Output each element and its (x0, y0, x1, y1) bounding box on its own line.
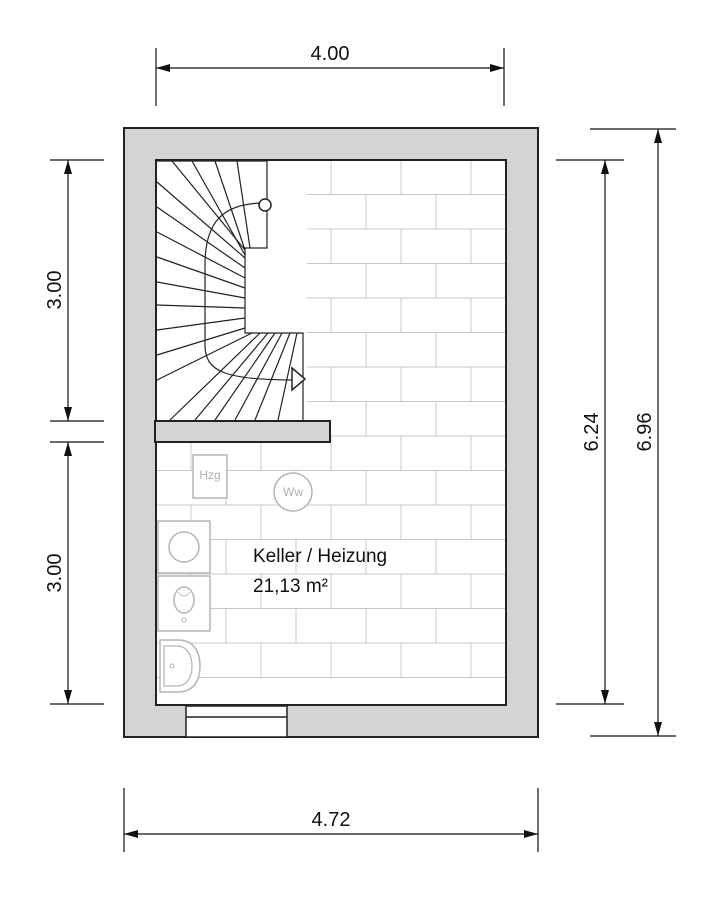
dimension-left-upper-label: 3.00 (44, 271, 66, 310)
outer-walls (123, 127, 539, 738)
dimension-left-upper (50, 159, 104, 422)
toilet (157, 575, 211, 632)
heating-label: Hzg (199, 468, 220, 482)
dimension-left-lower-label: 3.00 (44, 554, 66, 593)
room-area: 21,13 m² (253, 576, 328, 597)
dimension-bottom-label: 4.72 (312, 809, 351, 831)
dimension-top (155, 48, 505, 106)
partition-wall (154, 420, 331, 443)
dimension-bottom (123, 788, 539, 852)
dimension-right-inner-label: 6.24 (581, 413, 603, 452)
washing-machine (157, 520, 211, 574)
water-heater (273, 472, 313, 512)
heating-unit (192, 454, 228, 499)
dimension-left-lower (50, 441, 104, 705)
staircase (156, 160, 307, 421)
dimension-right-outer-label: 6.96 (634, 413, 656, 452)
dimension-right-inner (556, 159, 624, 705)
dimension-top-label: 4.00 (311, 43, 350, 65)
wash-basin (159, 639, 201, 693)
dimension-right-outer (590, 128, 676, 737)
water-heater-label: Ww (283, 485, 303, 499)
bottom-window (185, 705, 288, 738)
fixtures: Hzg Ww (157, 454, 313, 693)
room-name: Keller / Heizung (253, 546, 387, 567)
stair-arrow (291, 366, 307, 392)
stair-start-circle (258, 198, 272, 212)
